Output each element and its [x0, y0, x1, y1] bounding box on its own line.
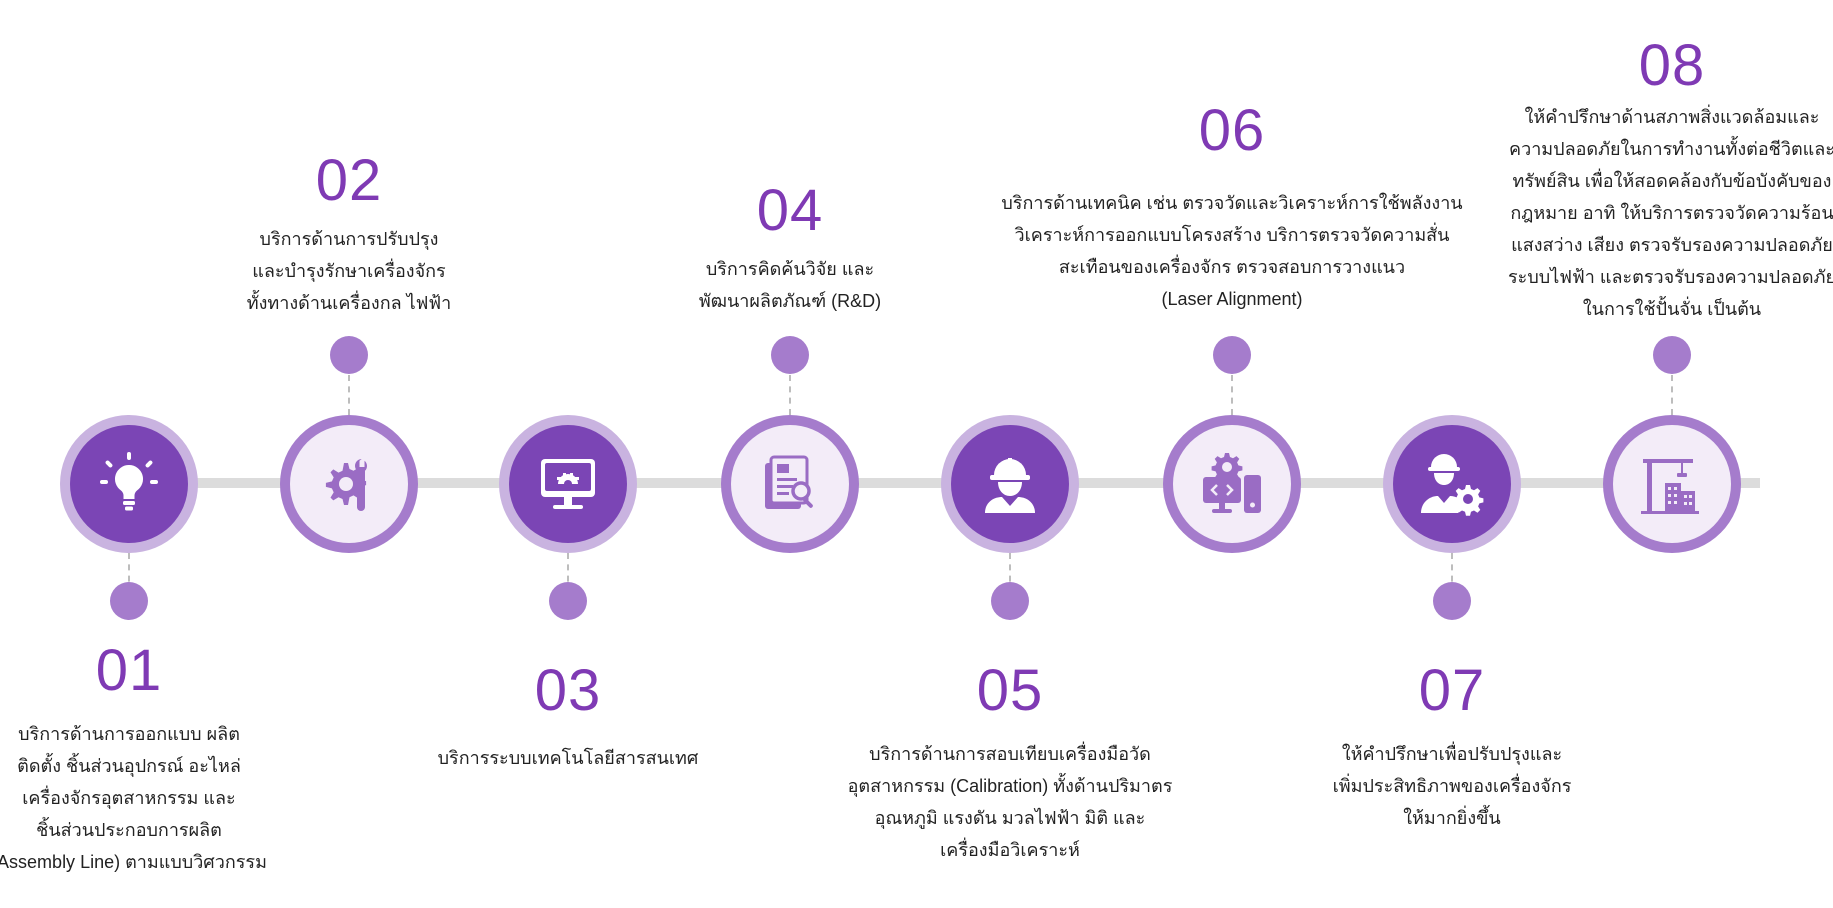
description-line: อุณหภูมิ แรงดัน มวลไฟฟ้า มิติ และ: [874, 808, 1146, 828]
description-line: บริการด้านการสอบเทียบเครื่องมือวัด: [869, 744, 1151, 764]
connector-line: [1451, 553, 1453, 593]
connector-line: [1671, 375, 1673, 415]
description-line: เพิ่มประสิทธิภาพของเครื่องจักร: [1332, 776, 1572, 796]
timeline-dot: [1213, 336, 1251, 374]
step-number-5: 05: [976, 658, 1044, 723]
lightbulb-icon: [70, 425, 188, 543]
description-line: เครื่องจักรอุตสาหกรรม และ: [22, 788, 236, 808]
timeline-dot: [1653, 336, 1691, 374]
step-node-1: [60, 415, 198, 553]
step-node-3: [499, 415, 637, 553]
step-description-5: บริการด้านการสอบเทียบเครื่องมือวัดอุตสาห…: [830, 738, 1190, 866]
step-description-6: บริการด้านเทคนิค เช่น ตรวจวัดและวิเคราะห…: [992, 187, 1472, 315]
description-line: สะเทือนของเครื่องจักร ตรวจสอบการวางแนว: [1058, 257, 1406, 277]
step-node-5: [941, 415, 1079, 553]
step-description-7: ให้คำปรึกษาเพื่อปรับปรุงและเพิ่มประสิทธิ…: [1292, 738, 1612, 834]
step-description-3: บริการระบบเทคโนโลยีสารสนเทศ: [408, 742, 728, 774]
step-node-2: [280, 415, 418, 553]
description-line: ความปลอดภัยในการทำงานทั้งต่อชีวิตและ: [1509, 139, 1833, 159]
step-number-7: 07: [1418, 658, 1486, 723]
step-description-1: บริการด้านการออกแบบ ผลิตติดตั้ง ชิ้นส่วน…: [0, 718, 279, 878]
worker-gear-icon: [1393, 425, 1511, 543]
connector-line: [1009, 553, 1011, 593]
monitor-gear-icon: [509, 425, 627, 543]
description-line: ให้คำปรึกษาด้านสภาพสิ่งแวดล้อมและ: [1524, 107, 1820, 127]
step-description-2: บริการด้านการปรับปรุงและบำรุงรักษาเครื่อ…: [219, 223, 479, 319]
description-line: และบำรุงรักษาเครื่องจักร: [252, 261, 446, 281]
description-line: อุตสาหกรรม (Calibration) ทั้งด้านปริมาตร: [847, 776, 1173, 796]
timeline-dot: [330, 336, 368, 374]
description-line: บริการด้านเทคนิค เช่น ตรวจวัดและวิเคราะห…: [1001, 193, 1463, 213]
connector-line: [348, 375, 350, 415]
description-line: บริการระบบเทคโนโลยีสารสนเทศ: [437, 748, 699, 768]
step-node-6: [1163, 415, 1301, 553]
step-node-4: [721, 415, 859, 553]
timeline-dot: [771, 336, 809, 374]
description-line: ให้มากยิ่งขึ้น: [1403, 808, 1501, 828]
description-line: พัฒนาผลิตภัณฑ์ (R&D): [698, 291, 882, 311]
connector-line: [567, 553, 569, 593]
step-node-7: [1383, 415, 1521, 553]
step-number-2: 02: [315, 148, 383, 213]
description-line: บริการคิดค้นวิจัย และ: [705, 259, 875, 279]
step-number-8: 08: [1638, 33, 1706, 98]
gear-wrench-icon: [290, 425, 408, 543]
document-search-icon: [731, 425, 849, 543]
timeline-dot: [1433, 582, 1471, 620]
step-number-6: 06: [1198, 98, 1266, 163]
description-line: ในการใช้ปั้นจั่น เป็นต้น: [1582, 299, 1762, 319]
description-line: เครื่องมือวิเคราะห์: [940, 840, 1080, 860]
description-line: ติดตั้ง ชิ้นส่วนอุปกรณ์ อะไหล่: [17, 756, 241, 776]
step-number-4: 04: [756, 178, 824, 243]
description-line: บริการด้านการออกแบบ ผลิต: [18, 724, 240, 744]
timeline-dot: [549, 582, 587, 620]
description-line: ชิ้นส่วนประกอบการผลิต: [36, 820, 222, 840]
connector-line: [1231, 375, 1233, 415]
connector-line: [789, 375, 791, 415]
step-description-4: บริการคิดค้นวิจัย และพัฒนาผลิตภัณฑ์ (R&D…: [660, 253, 920, 317]
description-line: แสงสว่าง เสียง ตรวจรับรองความปลอดภัย: [1511, 235, 1833, 255]
description-line: ทรัพย์สิน เพื่อให้สอดคล้องกับข้อบังคับขอ…: [1512, 171, 1832, 191]
step-number-3: 03: [534, 658, 602, 723]
description-line: (Assembly Line) ตามแบบวิศวกรรม: [0, 852, 267, 872]
connector-line: [128, 553, 130, 593]
engineer-icon: [951, 425, 1069, 543]
description-line: (Laser Alignment): [1161, 289, 1303, 309]
description-line: กฎหมาย อาทิ ให้บริการตรวจวัดความร้อน: [1510, 203, 1833, 223]
description-line: ระบบไฟฟ้า และตรวจรับรองความปลอดภัย: [1508, 267, 1833, 287]
description-line: ให้คำปรึกษาเพื่อปรับปรุงและ: [1341, 744, 1563, 764]
timeline-dot: [110, 582, 148, 620]
description-line: บริการด้านการปรับปรุง: [259, 229, 439, 249]
step-node-8: [1603, 415, 1741, 553]
step-number-1: 01: [95, 638, 163, 703]
crane-building-icon: [1613, 425, 1731, 543]
description-line: ทั้งทางด้านเครื่องกล ไฟฟ้า: [246, 293, 452, 313]
timeline-dot: [991, 582, 1029, 620]
computer-code-gear-icon: [1173, 425, 1291, 543]
description-line: วิเคราะห์การออกแบบโครงสร้าง บริการตรวจวั…: [1014, 225, 1450, 245]
step-description-8: ให้คำปรึกษาด้านสภาพสิ่งแวดล้อมและความปลอ…: [1482, 101, 1833, 325]
